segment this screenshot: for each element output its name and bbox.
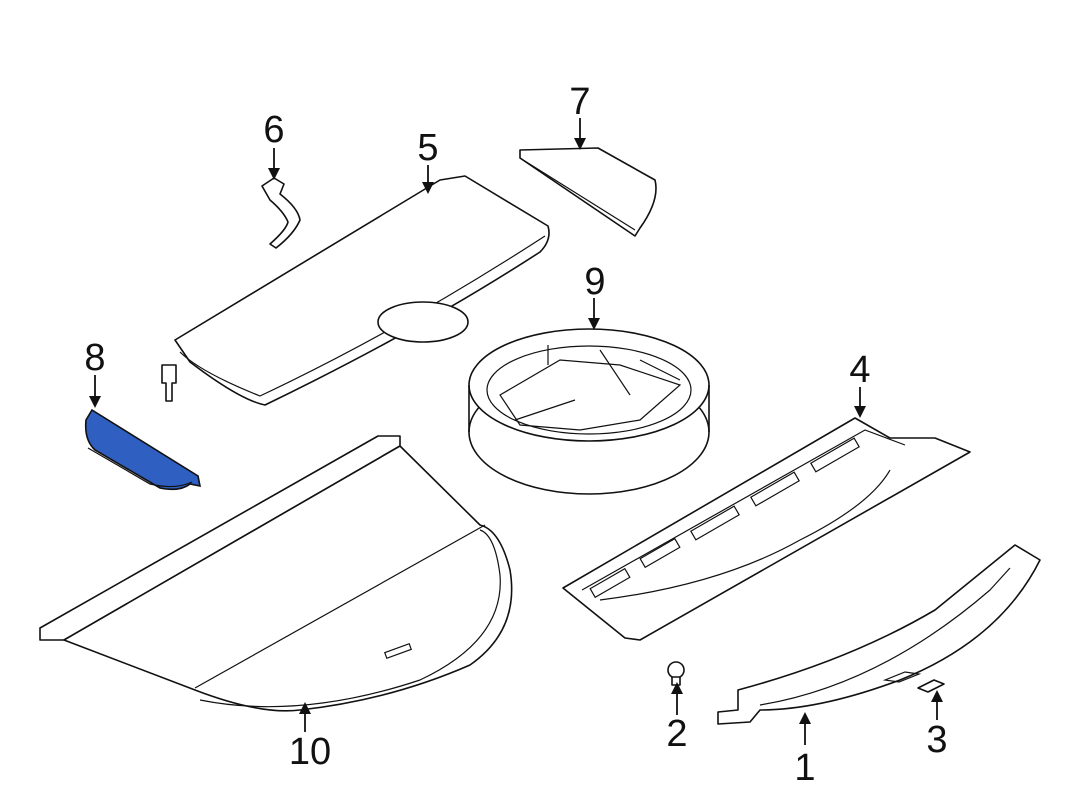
- part-8-highlighted-trim[interactable]: [84, 408, 202, 491]
- part-7-trim[interactable]: [519, 147, 657, 237]
- callout-5: 5: [417, 127, 438, 169]
- part-2-clip[interactable]: [667, 661, 685, 686]
- callout-3: 3: [926, 719, 947, 761]
- part-9-tire-tray[interactable]: [468, 328, 710, 495]
- callout-2: 2: [666, 713, 687, 755]
- part-10-cargo-cover[interactable]: [39, 435, 513, 712]
- callout-8: 8: [84, 337, 105, 379]
- callout-10: 10: [289, 731, 331, 773]
- part-6-strap[interactable]: [261, 177, 301, 249]
- part-4-floor-panel[interactable]: [562, 417, 971, 641]
- part-1-sill-plate[interactable]: [717, 544, 1041, 725]
- part-5-cargo-panel[interactable]: [161, 175, 550, 406]
- callout-9: 9: [584, 261, 605, 303]
- callout-4: 4: [849, 349, 870, 391]
- callout-arrows: [89, 118, 943, 745]
- part-3-clip[interactable]: [917, 679, 945, 693]
- callout-6: 6: [263, 109, 284, 151]
- callout-1: 1: [794, 747, 815, 789]
- callout-7: 7: [569, 81, 590, 123]
- part-8-shape: [84, 408, 202, 491]
